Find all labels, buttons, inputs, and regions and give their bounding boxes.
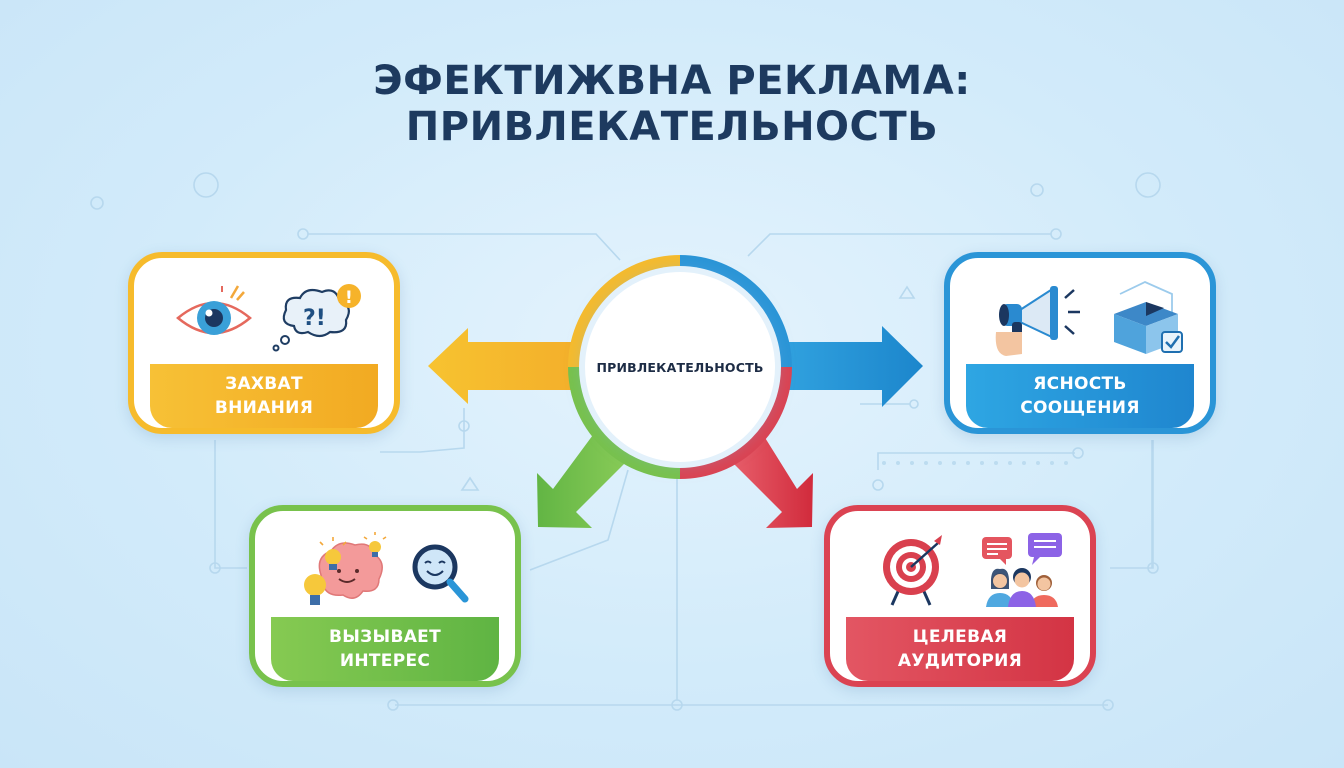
ring-segment-yellow [568, 255, 681, 368]
eye-icon [176, 285, 252, 335]
node-card-clarity: ЯСНОСТЬ СООЩЕНИЯ [944, 252, 1216, 434]
ring-segment-blue [679, 255, 792, 368]
page-title: ЭФЕКТИЖВНА РЕКЛАМА: ПРИВЛЕКАТЕЛЬНОСТЬ [0, 58, 1344, 150]
node-label-line-1: ЦЕЛЕВАЯ [912, 627, 1008, 647]
arrow-right-blue [760, 326, 923, 407]
node-card-interest: ВЫЗЫВАЕТ ИНТЕРЕС [249, 505, 521, 687]
brain-lightbulb-icon [304, 532, 387, 605]
arrow-left-yellow [428, 328, 600, 404]
node-label-line-2: СООЩЕНИЯ [1020, 398, 1140, 418]
people-chat-icon [982, 533, 1062, 607]
node-label-line-1: ЯСНОСТЬ [1033, 374, 1127, 394]
node-icons: ?! ! [134, 274, 394, 360]
node-icons [950, 274, 1210, 360]
svg-text:?!: ?! [303, 306, 326, 331]
thought-bubble-icon: ?! ! [272, 284, 361, 352]
node-label-line-1: ВЫЗЫВАЕТ [329, 627, 441, 647]
title-line-1: ЭФЕКТИЖВНА РЕКЛАМА: [373, 58, 971, 104]
node-label: ЦЕЛЕВАЯ АУДИТОРИЯ [846, 617, 1074, 681]
node-label-line-2: ИНТЕРЕС [339, 651, 431, 671]
node-icons [830, 527, 1090, 613]
center-hub: ПРИВЛЕКАТЕЛЬНОСТЬ [585, 272, 775, 462]
ring-segment-green [568, 366, 681, 479]
node-icons [255, 527, 515, 613]
node-card-attention: ?! ! ЗАХВАТ ВНИАНИЯ [128, 252, 400, 434]
magnifier-smile-icon [412, 544, 469, 603]
node-label-line-2: АУДИТОРИЯ [897, 651, 1023, 671]
svg-text:!: ! [345, 288, 353, 308]
node-label: ВЫЗЫВАЕТ ИНТЕРЕС [271, 617, 499, 681]
node-label: ЯСНОСТЬ СООЩЕНИЯ [966, 364, 1194, 428]
megaphone-icon [995, 286, 1080, 356]
node-card-audience: ЦЕЛЕВАЯ АУДИТОРИЯ [824, 505, 1096, 687]
target-icon [883, 535, 942, 606]
node-label: ЗАХВАТ ВНИАНИЯ [150, 364, 378, 428]
node-label-line-2: ВНИАНИЯ [214, 398, 314, 418]
ring-segment-red [679, 366, 792, 479]
node-label-line-1: ЗАХВАТ [225, 374, 303, 394]
title-line-2: ПРИВЛЕКАТЕЛЬНОСТЬ [405, 104, 939, 150]
center-hub-label: ПРИВЛЕКАТЕЛЬНОСТЬ [596, 359, 764, 375]
box-checkmark-icon [1114, 281, 1183, 354]
